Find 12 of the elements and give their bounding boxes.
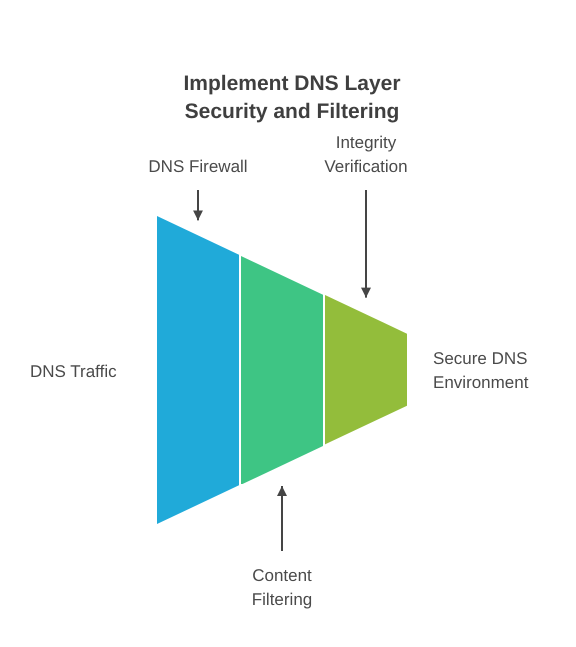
callout-label: DNS Firewall <box>147 156 249 178</box>
diagram-title: Implement DNS Layer Security and Filtering <box>182 71 402 125</box>
arrow <box>193 190 203 220</box>
arrow <box>277 486 287 551</box>
funnel-end-label: DNS Traffic <box>30 361 118 383</box>
callout-label: Integrity Verification <box>323 132 409 178</box>
funnel-end-label: Secure DNS Environment <box>433 348 530 394</box>
callout-label: Content Filtering <box>250 565 314 611</box>
funnel-segment <box>157 216 239 524</box>
arrow <box>361 190 371 298</box>
funnel-segment <box>325 295 407 445</box>
funnel-segment <box>241 256 323 484</box>
